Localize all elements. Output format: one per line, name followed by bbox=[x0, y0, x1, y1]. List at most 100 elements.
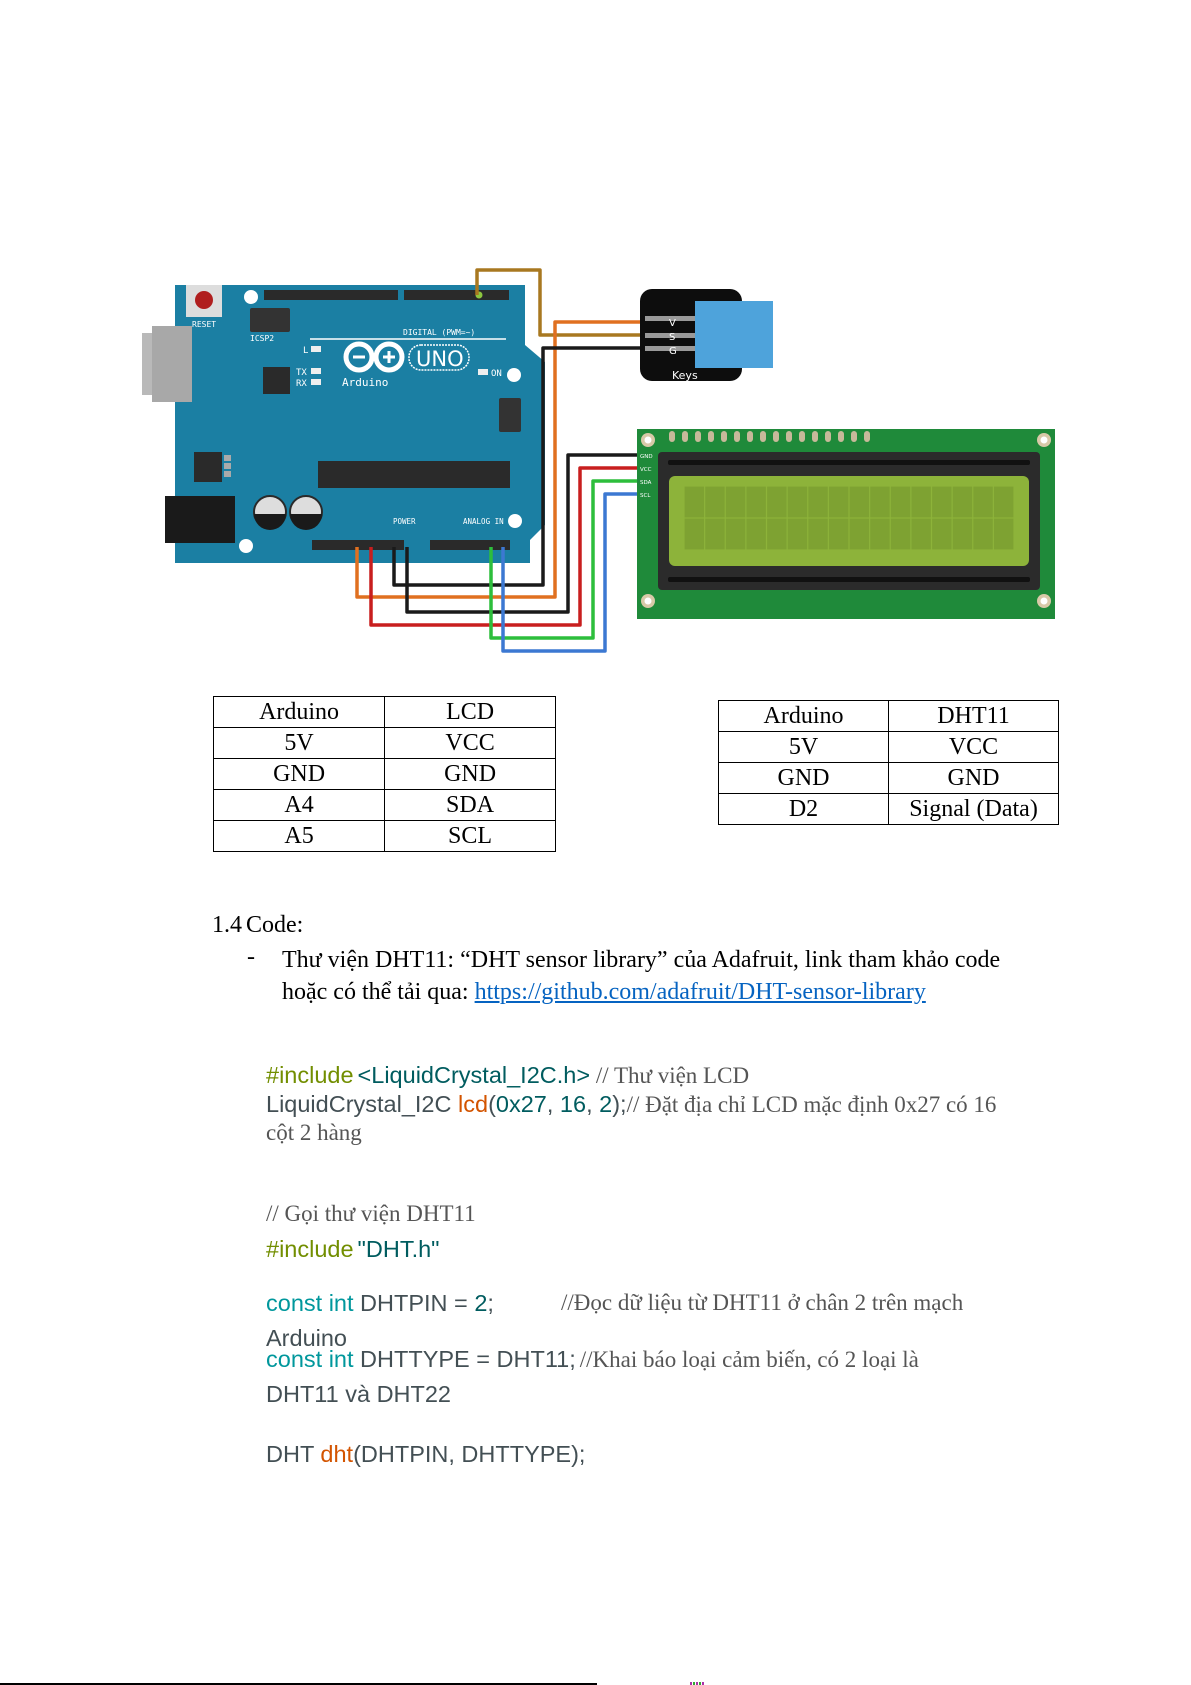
code-line: const int DHTTYPE = DHT11; //Khai báo lo… bbox=[266, 1346, 919, 1373]
table-row: GND GND bbox=[717, 762, 1059, 794]
table-row: 5V VCC bbox=[212, 727, 556, 759]
table-cell: SDA bbox=[384, 789, 556, 821]
code-number: 2 bbox=[599, 1091, 613, 1117]
table-cell: VCC bbox=[384, 727, 556, 759]
library-description: Thư viện DHT11: “DHT sensor library” của… bbox=[282, 944, 1082, 1008]
lcd-character-cell bbox=[952, 518, 973, 550]
dht-sensor-body bbox=[695, 301, 773, 368]
table-row: A5 SCL bbox=[212, 820, 556, 852]
library-text-line2: hoặc có thể tải qua: https://github.com/… bbox=[282, 976, 1082, 1008]
code-header-name: <LiquidCrystal_I2C.h> bbox=[357, 1062, 591, 1088]
table-cell: GND bbox=[888, 762, 1059, 794]
lcd-character-cell bbox=[684, 486, 705, 518]
led-tx-label: TX bbox=[296, 368, 307, 378]
code-line: cột 2 hàng bbox=[266, 1120, 362, 1146]
code-punct: ( bbox=[488, 1091, 496, 1117]
table-row: D2 Signal (Data) bbox=[717, 793, 1059, 825]
lcd-pin-gnd: GND bbox=[640, 454, 653, 460]
arduino-uno-board: RESET ICSP2 DIGITAL (PWM=~) UNO Arduino … bbox=[142, 285, 545, 563]
code-include-keyword: #include bbox=[266, 1236, 354, 1262]
dht-pin-s: S bbox=[669, 332, 675, 343]
lcd-character-cell bbox=[705, 486, 725, 518]
code-line: #include <LiquidCrystal_I2C.h> // Thư vi… bbox=[266, 1062, 749, 1089]
brand-label: Arduino bbox=[342, 376, 388, 389]
wire-gnd-dht bbox=[392, 346, 645, 587]
lcd-character-cell bbox=[746, 518, 766, 550]
table-header-row: Arduino DHT11 bbox=[717, 700, 1059, 732]
table-cell: SCL bbox=[384, 820, 556, 852]
lcd-character-cell bbox=[684, 518, 705, 550]
lcd-character-cell bbox=[725, 486, 746, 518]
reset-label: RESET bbox=[192, 320, 216, 329]
code-string: "DHT.h" bbox=[357, 1236, 440, 1262]
led-l-label: L bbox=[303, 346, 308, 356]
table-cell: A4 bbox=[212, 789, 386, 821]
code-line: DHT11 và DHT22 bbox=[266, 1381, 451, 1408]
library-text-line1: Thư viện DHT11: “DHT sensor library” của… bbox=[282, 947, 1001, 973]
analog-label: ANALOG IN bbox=[463, 517, 504, 526]
table-row: 5V VCC bbox=[717, 731, 1059, 763]
bullet-dash: - bbox=[247, 944, 255, 970]
table-header-cell: Arduino bbox=[717, 700, 890, 732]
lcd-character-cell bbox=[767, 486, 787, 518]
library-link[interactable]: https://github.com/adafruit/DHT-sensor-l… bbox=[474, 979, 926, 1005]
code-comment-text: //Đọc dữ liệu từ DHT11 ở chân 2 trên mạc… bbox=[561, 1290, 964, 1315]
code-text: (DHTPIN, DHTTYPE); bbox=[353, 1441, 586, 1467]
lcd-character-cell bbox=[911, 518, 931, 550]
code-comment: // Đặt địa chỉ LCD mặc định 0x27 có 16 bbox=[626, 1092, 997, 1117]
table-header-cell: Arduino bbox=[212, 696, 386, 728]
dht-pin-g: G bbox=[669, 346, 677, 357]
model-label: UNO bbox=[416, 347, 464, 371]
wires bbox=[355, 268, 645, 653]
lcd-character-cell bbox=[932, 518, 952, 550]
lcd-pinout-table: Arduino LCD 5V VCC GND GND A4 SDA A5 SCL bbox=[212, 696, 556, 852]
code-comment: cột 2 hàng bbox=[266, 1120, 362, 1145]
code-number: 0x27 bbox=[495, 1091, 547, 1117]
table-row: GND GND bbox=[212, 758, 556, 790]
code-include-keyword: #include bbox=[266, 1062, 354, 1088]
power-label: POWER bbox=[393, 517, 416, 526]
lcd-character-cell bbox=[849, 518, 870, 550]
lcd-character-cell bbox=[828, 486, 849, 518]
code-type: DHT bbox=[266, 1441, 321, 1467]
code-comment: //Khai báo loại cảm biến, có 2 loại là bbox=[579, 1347, 919, 1372]
code-text: DHTTYPE = DHT11; bbox=[353, 1346, 576, 1372]
microcontroller-chip bbox=[263, 367, 290, 394]
code-line: // Gọi thư viện DHT11 bbox=[266, 1201, 476, 1227]
atmega-chip bbox=[318, 461, 510, 488]
code-type: LiquidCrystal_I2C bbox=[266, 1091, 459, 1117]
code-punct: ; bbox=[487, 1290, 494, 1316]
code-keyword: const int bbox=[266, 1290, 354, 1316]
dc-jack bbox=[165, 496, 235, 543]
dht-module-label: Keys bbox=[672, 369, 698, 382]
lcd-character-cell bbox=[890, 518, 911, 550]
digital-header-right bbox=[404, 290, 509, 300]
code-number: 16 bbox=[559, 1091, 587, 1117]
code-identifier: dht bbox=[320, 1441, 354, 1467]
lcd-header-pins bbox=[669, 431, 870, 442]
wire-5v-dht-vcc bbox=[355, 320, 645, 599]
code-comment: //Đọc dữ liệu từ DHT11 ở chân 2 trên mạc… bbox=[561, 1290, 963, 1316]
lcd-character-cell bbox=[890, 486, 911, 518]
table-header-cell: DHT11 bbox=[888, 700, 1059, 732]
table-header-cell: LCD bbox=[384, 696, 556, 728]
code-punct: , bbox=[546, 1091, 560, 1117]
lcd-character-cell bbox=[787, 518, 808, 550]
table-cell: A5 bbox=[212, 820, 386, 852]
code-line: Arduino bbox=[266, 1325, 347, 1352]
lcd-character-cell bbox=[828, 518, 849, 550]
wire-d2-signal bbox=[475, 268, 645, 337]
digital-label: DIGITAL (PWM=~) bbox=[403, 328, 475, 337]
table-row: A4 SDA bbox=[212, 789, 556, 821]
code-comment: // Thư viện LCD bbox=[590, 1063, 750, 1088]
footer-rule bbox=[0, 1683, 597, 1685]
code-identifier: lcd bbox=[458, 1091, 489, 1117]
lcd-character-cell bbox=[993, 486, 1014, 518]
dht11-pinout-table: Arduino DHT11 5V VCC GND GND D2 Signal (… bbox=[717, 700, 1059, 825]
code-punct: , bbox=[586, 1091, 600, 1117]
wire-5v-lcd-vcc bbox=[369, 466, 637, 627]
table-header-row: Arduino LCD bbox=[212, 696, 556, 728]
code-punct: ); bbox=[612, 1091, 627, 1117]
lcd-character-cell bbox=[705, 518, 725, 550]
